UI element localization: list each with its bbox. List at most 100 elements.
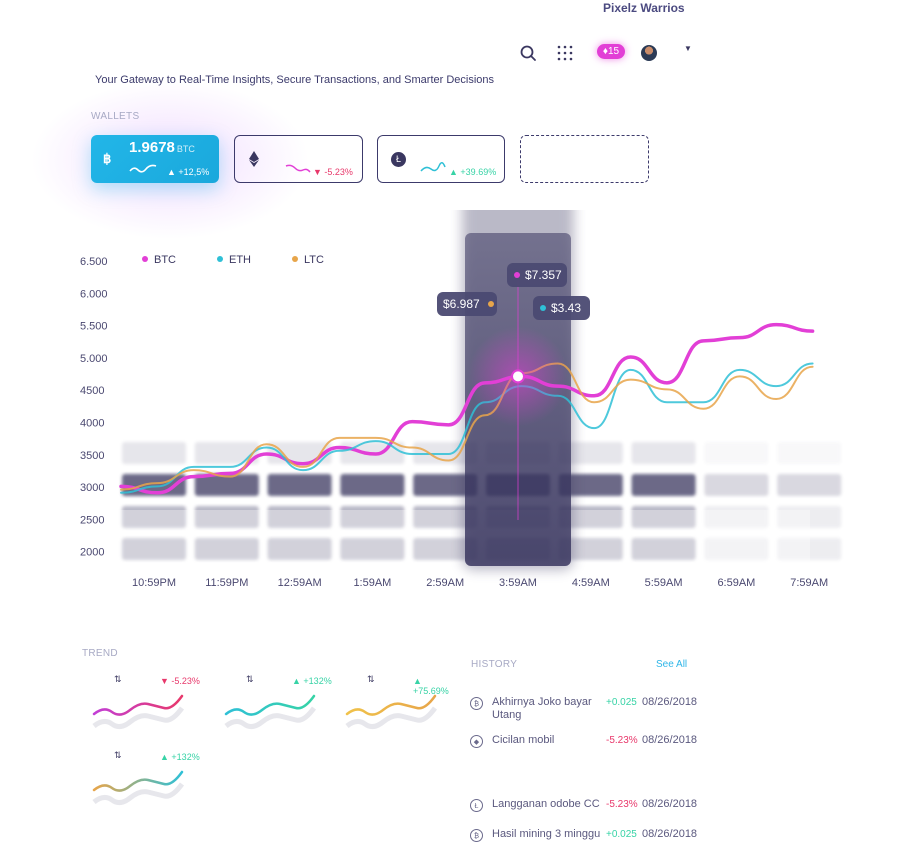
chart-grid-block [777, 442, 841, 464]
tagline: Your Gateway to Real-Time Insights, Secu… [95, 74, 495, 86]
chart-grid-block [704, 474, 769, 496]
history-title: Akhirnya Joko bayar Utang [492, 696, 592, 721]
chart-grid-block [340, 506, 405, 528]
y-tick-label: 2000 [80, 547, 104, 559]
chart-grid-block [194, 538, 259, 560]
x-tick-label: 11:59PM [205, 577, 248, 589]
y-tick-label: 5.000 [80, 353, 108, 365]
wallet-card-add[interactable] [520, 135, 649, 183]
y-tick-label: 4500 [80, 385, 104, 397]
trend-sparkline [345, 694, 438, 730]
y-tick-label: 2500 [80, 514, 104, 526]
sparkline-icon [285, 164, 311, 173]
wallet-card-ltc[interactable]: Ł ▲ +39.69% [377, 135, 505, 183]
swap-icon: ⇅ [114, 674, 122, 684]
price-chart: 6.500 6.000 5.500 5.000 4500 4000 3500 3000 2500… [80, 210, 842, 589]
y-tick-label: 4000 [80, 418, 104, 430]
trend-card[interactable]: ⇅ ▲ +132% [222, 672, 334, 732]
btc-icon: ₿ [470, 829, 483, 842]
focus-point [511, 369, 525, 384]
chart-grid-block [413, 474, 478, 496]
y-tick-label: 3500 [80, 450, 104, 462]
chart-grid-block [631, 506, 696, 528]
chart-grid-block [194, 474, 259, 496]
chart-y-ticks: 6.500 6.000 5.500 5.000 4500 4000 3500 3000 2500… [80, 256, 108, 559]
history-value: +0.025 [606, 829, 637, 840]
chart-series-lines [119, 280, 815, 520]
wallet-eth-change: ▼ -5.23% [313, 167, 353, 177]
x-tick-label: 7:59AM [790, 577, 828, 589]
chart-tooltips: $6.987$7.357$3.43 [437, 263, 590, 320]
x-tick-label: 3:59AM [499, 577, 537, 589]
chart-grid-block [267, 538, 332, 560]
y-tick-label: 6.500 [80, 256, 108, 268]
trend-card[interactable]: ⇅ ▲ +132% [90, 748, 202, 808]
chart-grid-block [704, 538, 769, 560]
history-row[interactable]: ₿ Akhirnya Joko bayar Utang +0.025 08/26… [470, 696, 698, 724]
chart-grid-block [267, 506, 332, 528]
history-row[interactable]: Ł Langganan odobe CC -5.23% 08/26/2018 [470, 798, 698, 826]
chart-grid-block [777, 538, 842, 560]
caret-down-icon[interactable]: ▼ [684, 44, 692, 53]
tooltip-btc: $7.357 [507, 263, 567, 287]
history-value: -5.23% [606, 799, 638, 810]
history-row[interactable]: ◆ Cicilan mobil -5.23% 08/26/2018 [470, 734, 698, 762]
legend-label: BTC [154, 254, 176, 266]
chart-grid-block [194, 442, 259, 464]
chart-grid-block [122, 506, 186, 528]
chart-grid-block [413, 538, 478, 560]
chart-grid-block [122, 442, 186, 464]
x-tick-label: 12:59AM [278, 577, 322, 589]
trend-sparkline [224, 694, 317, 730]
chart-grid-block [631, 442, 696, 464]
grid-icon[interactable] [556, 44, 574, 62]
sparkline-icon [129, 164, 157, 173]
wallet-card-eth[interactable]: ▼ -5.23% [234, 135, 363, 183]
wallets-label: WALLETS [91, 111, 140, 122]
series-line-eth [120, 362, 814, 494]
notification-count: 15 [607, 46, 620, 57]
history-label: HISTORY [471, 659, 518, 670]
x-tick-label: 4:59AM [572, 577, 610, 589]
chart-grid-block [558, 538, 623, 560]
tooltip-ltc: $6.987 [437, 292, 497, 316]
history-title: Cicilan mobil [492, 734, 555, 746]
series-line-btc [119, 322, 815, 495]
chart-grid-block [704, 442, 768, 464]
history-row[interactable]: ₿ Hasil mining 3 minggu +0.025 08/26/201… [470, 828, 698, 856]
search-icon[interactable] [519, 44, 537, 62]
notification-badge[interactable]: ♦15 [597, 44, 625, 59]
user-name[interactable]: Pixelz Warrios [603, 1, 685, 15]
x-tick-label: 2:59AM [426, 577, 464, 589]
x-tick-label: 10:59PM [132, 577, 176, 589]
chart-grid-block [631, 474, 696, 496]
avatar[interactable] [641, 45, 657, 61]
chart-grid-block [704, 506, 769, 528]
see-all-link[interactable]: See All [656, 659, 688, 670]
history-title: Hasil mining 3 minggu [492, 828, 601, 840]
trend-card[interactable]: ⇅ ▲ +75.69% [343, 672, 455, 732]
swap-icon: ⇅ [367, 674, 375, 684]
chart-grid-block [340, 474, 405, 496]
history-date: 08/26/2018 [642, 734, 698, 746]
chart-grid-block [777, 506, 842, 528]
y-tick-label: 3000 [80, 482, 104, 494]
history-value: +0.025 [606, 697, 637, 708]
chart-grid-block [558, 442, 623, 464]
y-tick-label: 6.000 [80, 288, 108, 300]
trend-change: ▼ -5.23% [160, 676, 200, 686]
swap-icon: ⇅ [114, 750, 122, 760]
chart-grid-block [558, 474, 623, 496]
legend-label: LTC [304, 254, 324, 266]
trend-card[interactable]: ⇅ ▼ -5.23% [90, 672, 202, 732]
swap-icon: ⇅ [246, 674, 254, 684]
y-tick-label: 5.500 [80, 321, 108, 333]
history-title: Langganan odobe CC [492, 798, 600, 810]
wallet-btc-change: ▲ +12,5% [167, 167, 210, 177]
trend-sparkline [92, 770, 185, 806]
history-date: 08/26/2018 [642, 828, 698, 840]
chart-grid-block [413, 506, 478, 528]
